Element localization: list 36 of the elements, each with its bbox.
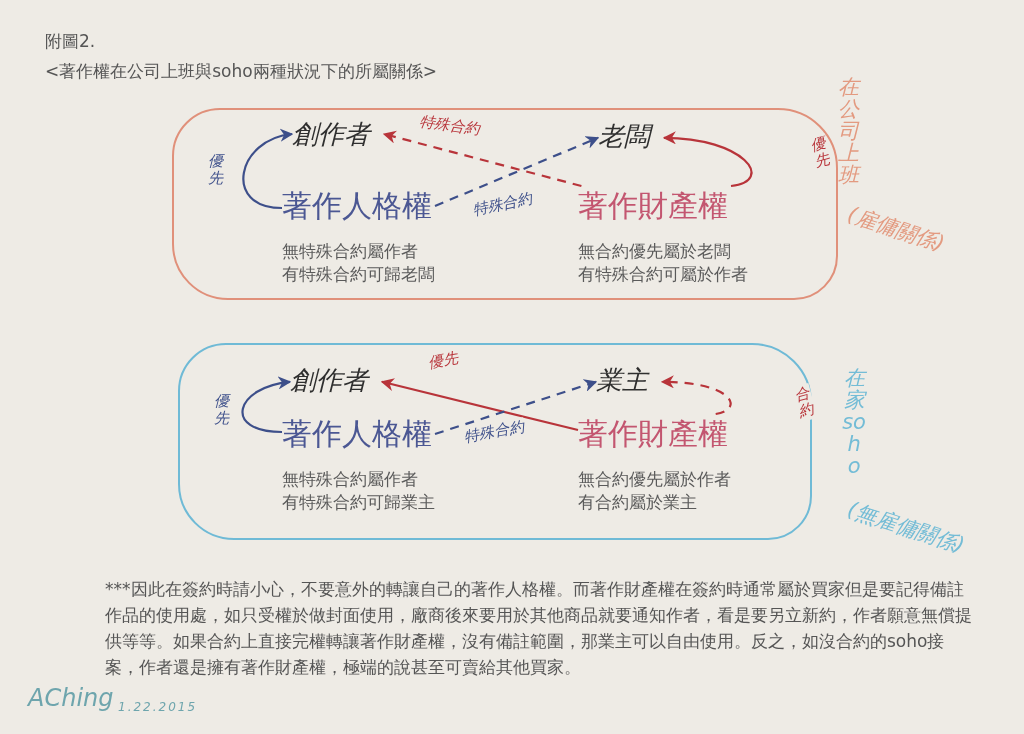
edge-label: 優先 xyxy=(206,152,226,188)
figure-number: 附圖2. xyxy=(45,30,96,53)
handwritten-label: 創作者 xyxy=(290,362,382,398)
arrow xyxy=(241,377,292,434)
handwritten-note: 在公司上班 xyxy=(836,76,861,186)
handwritten-note: (無雇傭關係) xyxy=(844,497,968,558)
handwritten-note: (雇傭關係) xyxy=(844,202,948,256)
right-title: 著作人格權 xyxy=(282,187,433,225)
arrow xyxy=(382,130,582,188)
description: 有合約屬於業主 xyxy=(578,491,698,514)
arrow xyxy=(242,129,294,210)
description: 無特殊合約屬作者 xyxy=(282,468,419,491)
edge-label: 優先 xyxy=(426,348,461,373)
arrow xyxy=(380,378,579,432)
edge-label: 優先 xyxy=(212,392,232,428)
description: 有特殊合約可屬於作者 xyxy=(578,263,748,286)
description: 無合約優先屬於作者 xyxy=(578,468,731,491)
handwritten-label: 業主 xyxy=(596,362,662,398)
arrow xyxy=(434,136,600,207)
signature: AChing xyxy=(28,684,114,712)
right-title: 著作人格權 xyxy=(282,415,433,453)
description: 有特殊合約可歸老闆 xyxy=(282,263,435,286)
right-title: 著作財產權 xyxy=(578,415,729,453)
handwritten-date: 1.22.2015 xyxy=(118,700,198,714)
note-paragraph: ***因此在簽約時請小心，不要意外的轉讓自己的著作人格權。而著作財產權在簽約時通常屬於買家但是要記得備註作品的使用處，如只受權於做封面使用，廠商後來要用於其他商品就要通知作者，看是要另立新約，作者願意無償提供等等。如果合約上直接完權轉讓著作財產權，沒有備註範圍，那業主可以自由使用。反之，如沒合約的soho接案，作者還是擁有著作財產權，極端的說甚至可賣給其他買家。 xyxy=(105,578,973,679)
description: 有特殊合約可歸業主 xyxy=(282,491,435,514)
arrow xyxy=(662,131,753,188)
description: 無特殊合約屬作者 xyxy=(282,240,419,263)
description: 無合約優先屬於老闆 xyxy=(578,240,732,263)
handwritten-label: 創作者 xyxy=(292,116,384,152)
handwritten-label: 老闆 xyxy=(598,118,664,154)
edge-label: 特殊合約 xyxy=(462,417,527,447)
handwritten-note: 在家soho xyxy=(842,367,867,477)
subtitle: <著作權在公司上班與soho兩種狀況下的所屬關係> xyxy=(45,60,437,83)
arrow xyxy=(434,379,598,436)
right-title: 著作財產權 xyxy=(578,187,729,225)
